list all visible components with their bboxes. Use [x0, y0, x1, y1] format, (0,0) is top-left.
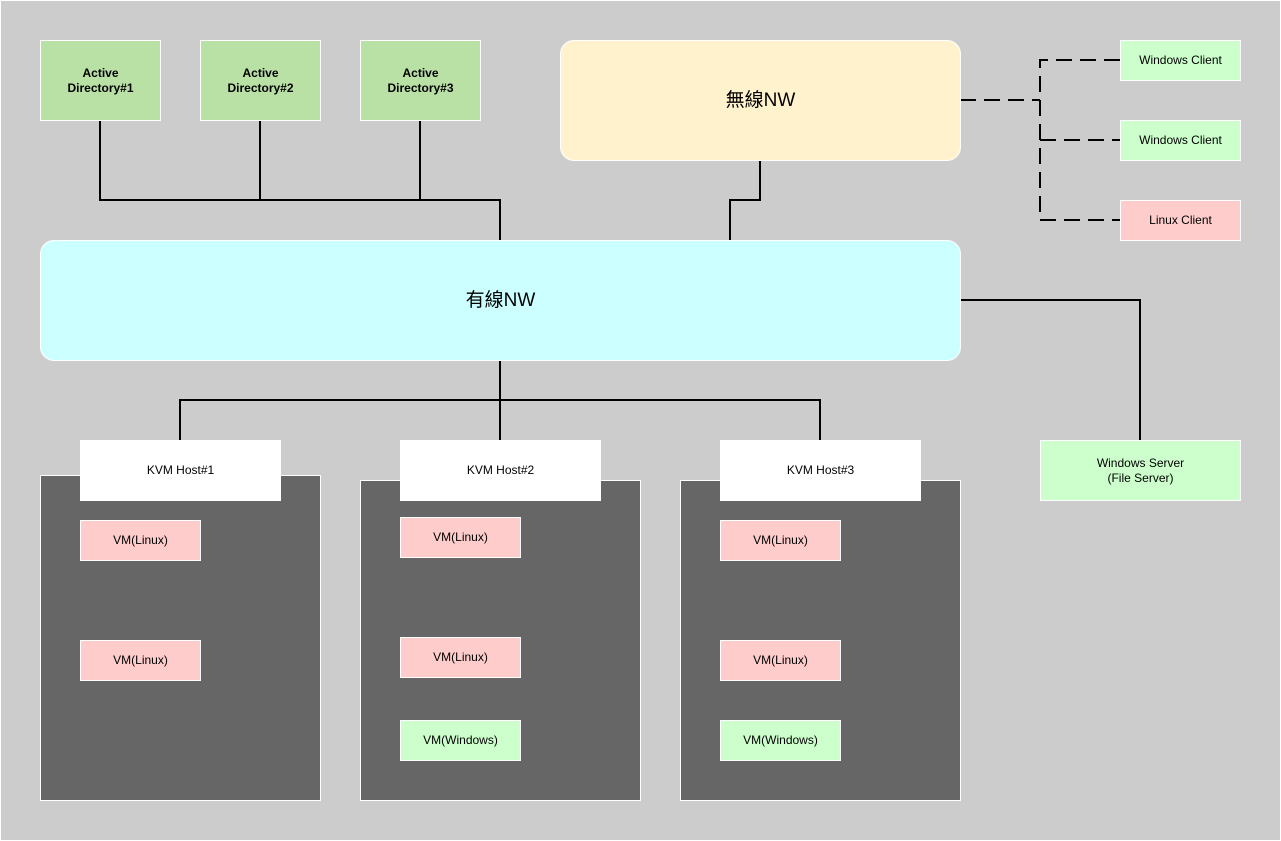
wireless-network: 無線NW: [560, 40, 961, 161]
kvm-host-3-name: KVM Host#3: [786, 463, 855, 477]
vm-label: VM(Linux): [113, 533, 168, 547]
active-directory-3-label: Active Directory#3: [387, 65, 454, 95]
kvm-host-3-vm-windows: VM(Windows): [720, 720, 841, 761]
windows-client-1-label: Windows Client: [1139, 53, 1222, 67]
kvm-host-2-label: KVM Host#2: [400, 440, 601, 501]
windows-client-1: Windows Client: [1120, 40, 1241, 81]
wired-network-label: 有線NW: [465, 290, 536, 311]
file-server-sublabel: (File Server): [1107, 470, 1174, 485]
kvm-host-3-vm-linux-1: VM(Linux): [720, 520, 841, 561]
active-directory-2: Active Directory#2: [200, 40, 321, 121]
linux-client-label: Linux Client: [1149, 213, 1212, 227]
kvm-host-1-vm-linux-1: VM(Linux): [80, 520, 201, 561]
kvm-host-2-vm-linux-1: VM(Linux): [400, 517, 521, 558]
active-directory-2-label: Active Directory#2: [227, 65, 294, 95]
active-directory-3: Active Directory#3: [360, 40, 481, 121]
linux-client: Linux Client: [1120, 200, 1241, 241]
vm-label: VM(Linux): [433, 650, 488, 664]
vm-label: VM(Linux): [113, 653, 168, 667]
windows-client-2-label: Windows Client: [1139, 133, 1222, 147]
kvm-host-1-name: KVM Host#1: [146, 463, 215, 477]
wireless-network-label: 無線NW: [725, 90, 796, 111]
windows-client-2: Windows Client: [1120, 120, 1241, 161]
kvm-host-2-vm-linux-2: VM(Linux): [400, 637, 521, 678]
kvm-host-2-name: KVM Host#2: [466, 463, 535, 477]
file-server-label: Windows Server: [1096, 455, 1185, 470]
active-directory-1: Active Directory#1: [40, 40, 161, 121]
vm-label: VM(Windows): [743, 733, 818, 747]
vm-label: VM(Linux): [753, 653, 808, 667]
active-directory-1-label: Active Directory#1: [67, 65, 134, 95]
kvm-host-1-label: KVM Host#1: [80, 440, 281, 501]
kvm-host-3-vm-linux-2: VM(Linux): [720, 640, 841, 681]
vm-label: VM(Linux): [433, 530, 488, 544]
vm-label: VM(Windows): [423, 733, 498, 747]
wired-network: 有線NW: [40, 240, 961, 361]
windows-file-server: Windows Server (File Server): [1040, 440, 1241, 501]
vm-label: VM(Linux): [753, 533, 808, 547]
kvm-host-2-vm-windows: VM(Windows): [400, 720, 521, 761]
kvm-host-3-label: KVM Host#3: [720, 440, 921, 501]
kvm-host-1-vm-linux-2: VM(Linux): [80, 640, 201, 681]
